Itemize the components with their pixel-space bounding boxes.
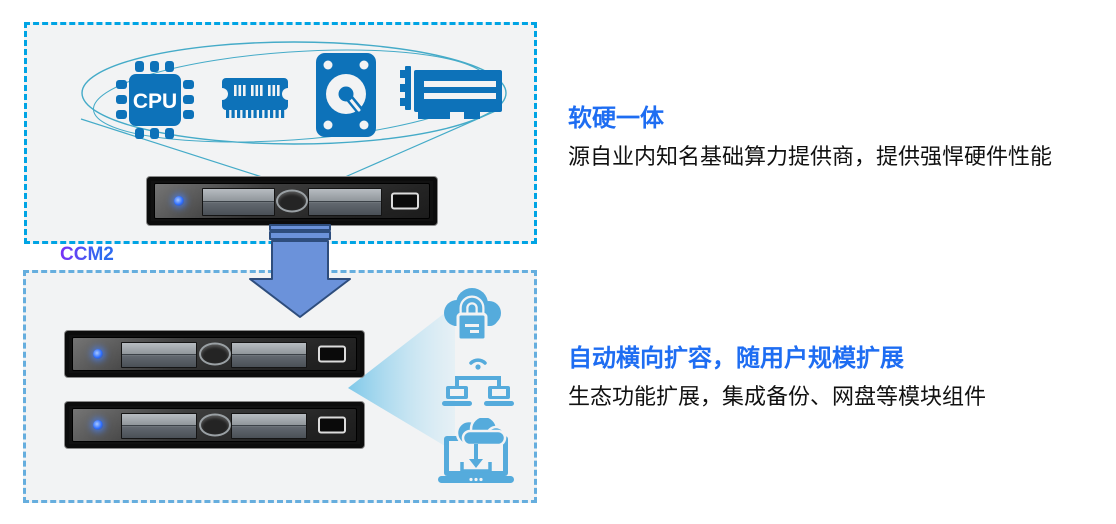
down-arrow-icon xyxy=(249,224,351,318)
power-button xyxy=(198,342,231,366)
feature-scale-description: 生态功能扩展，集成备份、网盘等模块组件 xyxy=(568,384,987,409)
drive-bay xyxy=(231,412,308,440)
cpu-chip-icon: CPU xyxy=(116,61,194,139)
drive-bay xyxy=(121,412,197,440)
feature-scale: 自动横向扩容，随用户规模扩展 生态功能扩展，集成备份、网盘等模块组件 xyxy=(568,344,1108,412)
hard-disk-icon xyxy=(316,53,376,137)
drive-bay xyxy=(201,188,275,216)
rack-server-node2 xyxy=(64,401,365,449)
memory-module-icon xyxy=(220,78,290,118)
rack-server-top xyxy=(146,176,438,226)
hardware-box: CPU xyxy=(24,22,537,244)
cluster-box xyxy=(23,270,537,503)
cloud-backup-icon xyxy=(438,418,514,483)
feature-hardware-title: 软硬一体 xyxy=(568,105,664,132)
orbit-lines xyxy=(80,41,507,178)
gpu-card-icon xyxy=(400,66,502,119)
ccm2-label: CCM2 xyxy=(60,244,114,265)
power-led xyxy=(92,420,103,430)
usb-port xyxy=(318,416,347,434)
power-button xyxy=(276,189,308,213)
drive-bay xyxy=(308,188,382,216)
cpu-label: CPU xyxy=(133,90,177,113)
drive-bay xyxy=(231,341,308,369)
server-front-panel xyxy=(72,408,357,442)
server-front-panel xyxy=(154,183,430,219)
cloud-security-icon xyxy=(444,288,501,342)
feature-scale-title: 自动横向扩容，随用户规模扩展 xyxy=(568,345,904,372)
power-led xyxy=(92,349,103,359)
usb-port xyxy=(391,192,420,210)
usb-port xyxy=(318,345,347,363)
server-front-panel xyxy=(72,337,357,371)
rack-server-node1 xyxy=(64,330,365,378)
device-network-icon xyxy=(442,358,514,406)
feature-hardware: 软硬一体 源自业内知名基础算力提供商，提供强悍硬件性能 xyxy=(568,104,1108,172)
power-led xyxy=(174,196,185,206)
drive-bay xyxy=(121,341,197,369)
feature-hardware-description: 源自业内知名基础算力提供商，提供强悍硬件性能 xyxy=(568,144,1053,169)
power-button xyxy=(198,413,231,437)
scale-beam xyxy=(348,305,455,452)
